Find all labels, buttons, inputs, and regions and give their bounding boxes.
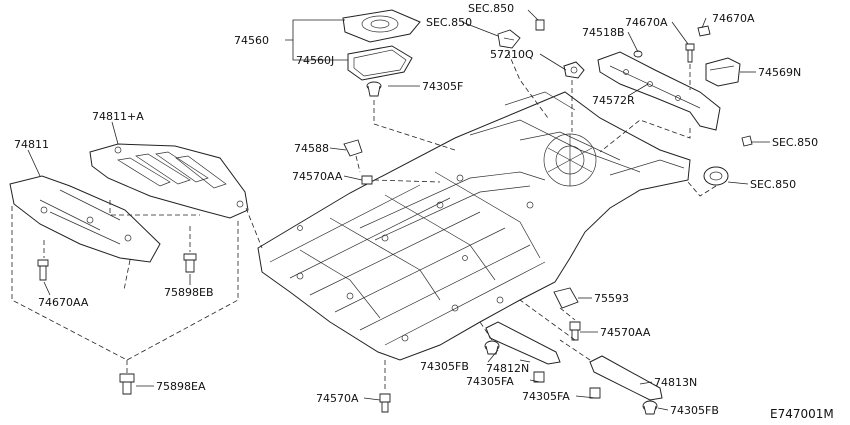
- under-cover-74811a: [89, 143, 249, 219]
- label-74670a-2: 74670A: [712, 12, 755, 25]
- bolt-74570a: [379, 393, 391, 413]
- label-74305f: 74305F: [422, 80, 463, 93]
- bolt-74670a-2: [697, 25, 711, 37]
- label-74811: 74811: [14, 138, 49, 151]
- label-74572r: 74572R: [592, 94, 635, 107]
- label-74560: 74560: [234, 34, 269, 47]
- bolt-74570aa-2: [569, 321, 581, 341]
- bolt-74570aa-1: [361, 175, 373, 185]
- label-74813n: 74813N: [654, 376, 697, 389]
- bracket-74569n: [705, 57, 741, 87]
- label-sec850-left: SEC.850: [426, 16, 472, 29]
- label-sec850-top: SEC.850: [468, 2, 514, 15]
- label-sec850-r1: SEC.850: [772, 136, 818, 149]
- label-74560j: 74560J: [296, 54, 334, 67]
- clip-74518b: [633, 50, 643, 58]
- diagram-code: E747001M: [770, 407, 834, 421]
- sec850-hook: [497, 19, 545, 49]
- label-74570aa-1: 74570AA: [292, 170, 343, 183]
- under-cover-74811: [9, 175, 161, 263]
- bolt-74670a-1: [685, 43, 695, 63]
- grommet-74305f: [366, 81, 382, 97]
- label-74670aa: 74670AA: [38, 296, 89, 309]
- clip-74305fb-2: [642, 400, 658, 415]
- clip-74305fa-2: [589, 387, 601, 399]
- clip-74305fa-1: [533, 371, 545, 383]
- bracket-74588: [343, 139, 363, 157]
- clip-74305fb-1: [484, 340, 500, 355]
- label-74570aa-2: 74570AA: [600, 326, 651, 339]
- label-74670a-1: 74670A: [625, 16, 668, 29]
- clip-74670aa: [37, 259, 49, 281]
- floor-panel: [257, 91, 691, 361]
- label-75593: 75593: [594, 292, 629, 305]
- label-74305fb-2: 74305FB: [670, 404, 719, 417]
- sec850-bolt-right: [741, 135, 753, 147]
- label-74812n: 74812N: [486, 362, 529, 375]
- label-75898ea: 75898EA: [156, 380, 206, 393]
- bracket-57210q: [563, 61, 585, 79]
- strip-74813n: [589, 355, 663, 401]
- label-75898eb: 75898EB: [164, 286, 214, 299]
- clip-75898ea: [119, 373, 135, 395]
- label-74569n: 74569N: [758, 66, 801, 79]
- cover-seal: [347, 45, 413, 81]
- label-sec850-r2: SEC.850: [750, 178, 796, 191]
- clip-75898eb: [183, 253, 197, 273]
- label-74811a: 74811+A: [92, 110, 144, 123]
- label-74305fb-1: 74305FB: [420, 360, 469, 373]
- label-74518b: 74518B: [582, 26, 625, 39]
- rear-bracket-74572r: [597, 51, 721, 131]
- bracket-75593: [553, 287, 579, 309]
- label-74588: 74588: [294, 142, 329, 155]
- spare-tire-cover: [342, 9, 421, 43]
- label-74305fa-1: 74305FA: [466, 375, 514, 388]
- label-74570a: 74570A: [316, 392, 359, 405]
- sec850-grommet-right: [703, 166, 729, 186]
- label-57210q: 57210Q: [490, 48, 534, 61]
- strip-74812n: [485, 321, 561, 365]
- label-74305fa-2: 74305FA: [522, 390, 570, 403]
